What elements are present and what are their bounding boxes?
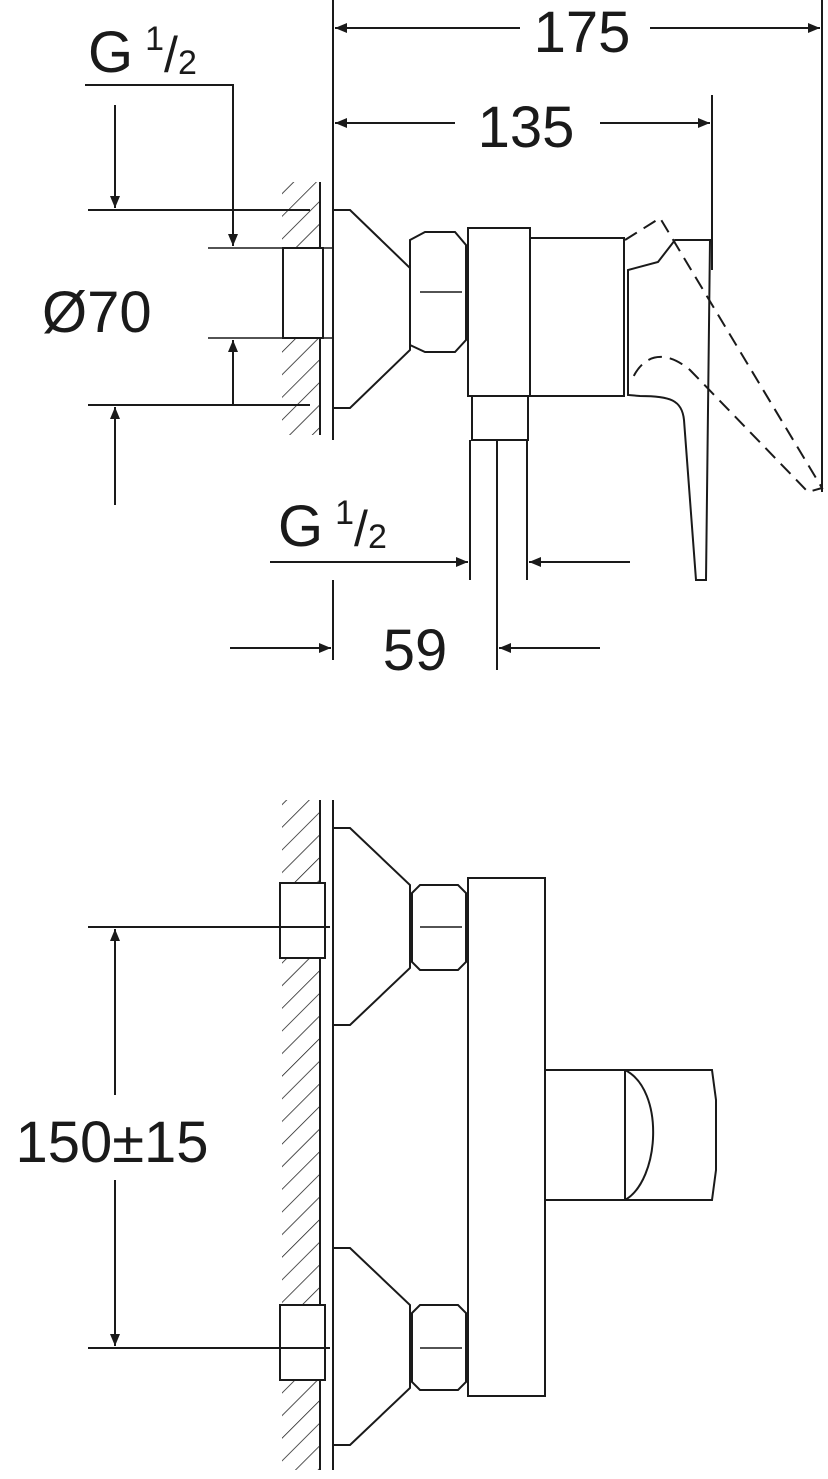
inlet-pipe-upper — [279, 882, 326, 959]
dim-150-label: 150±15 — [15, 1110, 208, 1175]
mixer-cartridge — [529, 237, 625, 397]
dim-175-label: 175 — [534, 0, 631, 65]
inlet-leader — [85, 84, 238, 246]
mixer-body — [467, 227, 531, 397]
lever-open-position — [624, 216, 824, 494]
inlet-pipe — [282, 247, 324, 339]
lever-handle — [627, 239, 712, 581]
front-view: 150±15 — [15, 800, 717, 1470]
dim-135-label: 135 — [478, 95, 575, 160]
escutcheon — [332, 209, 411, 409]
mixer-body — [467, 877, 546, 1397]
escutcheon-lower — [332, 1247, 411, 1446]
mixer-cartridge — [544, 1069, 626, 1201]
outlet-nipple — [471, 395, 529, 441]
escutcheon-diameter-label: Ø70 — [42, 280, 152, 345]
dim-59-label: 59 — [383, 618, 448, 683]
inlet-pipe-lower — [279, 1304, 326, 1381]
escutcheon-upper — [332, 827, 411, 1026]
lever-handle — [621, 1069, 717, 1201]
